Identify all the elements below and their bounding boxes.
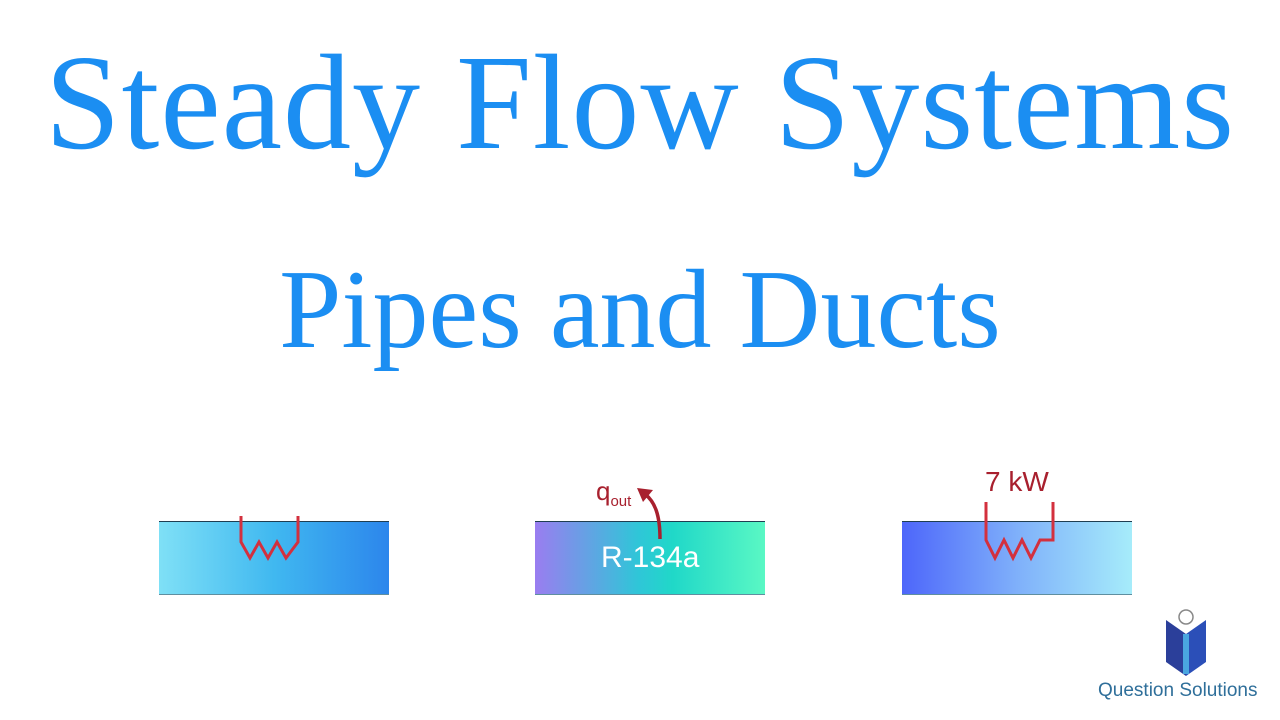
- heat-out-label: qout: [596, 478, 631, 515]
- pipe-with-heater: [159, 521, 389, 595]
- logo-book-icon: [1166, 609, 1206, 676]
- heat-out-arrow-icon: [643, 492, 662, 540]
- pipe-r134a: R-134a: [535, 521, 765, 595]
- power-label: 7 kW: [985, 466, 1049, 497]
- resistor-heater-icon: [239, 516, 300, 562]
- page-title: Steady Flow Systems: [44, 28, 1236, 178]
- q-subscript: out: [610, 493, 632, 511]
- logo-text: Question Solutions: [1098, 680, 1258, 701]
- pipe-with-7kw-heater: [902, 521, 1132, 595]
- resistor-heater-icon: [984, 502, 1055, 562]
- arrow-head-icon: [637, 488, 653, 502]
- page-subtitle: Pipes and Ducts: [279, 248, 1001, 372]
- q-symbol: q: [596, 476, 611, 506]
- fluid-label: R-134a: [601, 541, 700, 574]
